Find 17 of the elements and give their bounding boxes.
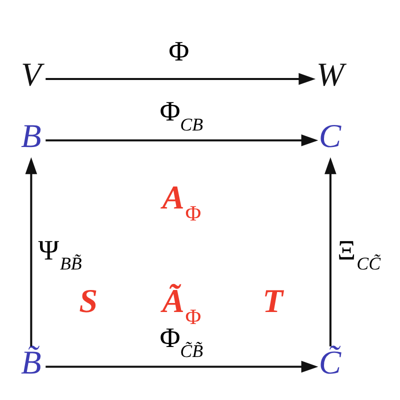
edge-label: Ψ$_{BB̃}$ xyxy=(38,235,82,274)
node-text: W xyxy=(316,56,344,94)
arrow xyxy=(46,360,318,373)
arrow xyxy=(46,134,318,146)
arrow xyxy=(324,157,336,346)
label: T xyxy=(262,283,283,320)
edge-label: Ξ$_{CC̃}$ xyxy=(337,235,381,274)
label: A$_{Φ}$ xyxy=(162,180,202,226)
arrow xyxy=(46,73,316,85)
node-text: C̃ xyxy=(318,344,342,382)
edge-label: Φ$_{CB}$ xyxy=(160,96,204,135)
node-text: B xyxy=(20,118,42,156)
node-text: B̃ xyxy=(20,344,42,382)
edge-label: Φ xyxy=(168,36,190,68)
label: S xyxy=(79,283,98,320)
arrow xyxy=(25,157,38,346)
node-text: C xyxy=(318,118,342,156)
